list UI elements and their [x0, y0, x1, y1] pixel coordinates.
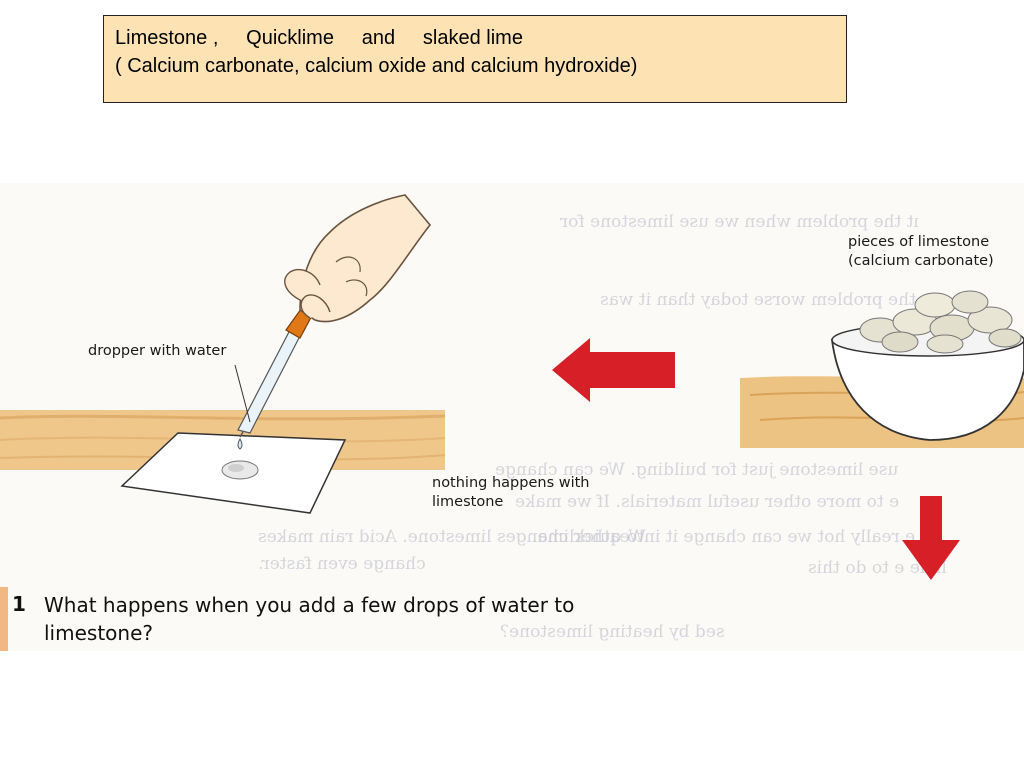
slide-title-box: Limestone , Quicklime and slaked lime ( …	[103, 15, 847, 103]
tile-icon	[120, 432, 347, 514]
question-line-1: What happens when you add a few drops of…	[44, 593, 575, 617]
question-bar	[0, 587, 8, 651]
nothing-happens-label: nothing happens with limestone	[432, 474, 590, 512]
hand-with-dropper-icon	[237, 194, 432, 438]
question-block: 1 What happens when you add a few drops …	[0, 587, 640, 651]
question-number: 1	[12, 592, 26, 616]
dropper-label: dropper with water	[88, 343, 227, 359]
pieces-label: pieces of limestone (calcium carbonate)	[848, 233, 994, 271]
arrow-down-icon	[902, 496, 960, 580]
title-line-2: ( Calcium carbonate, calcium oxide and c…	[115, 55, 638, 77]
question-line-2: limestone?	[44, 621, 153, 645]
water-drop-icon	[237, 437, 243, 450]
dropper-leader-line	[234, 364, 251, 423]
nothing-happens-line-2: limestone	[432, 494, 504, 510]
nothing-happens-line-1: nothing happens with	[432, 475, 590, 491]
title-line-1: Limestone , Quicklime and slaked lime	[115, 27, 523, 49]
arrow-left-icon	[552, 338, 675, 402]
pieces-line-1: pieces of limestone	[848, 234, 990, 250]
pieces-line-2: (calcium carbonate)	[848, 253, 994, 269]
limestone-bowl-icon	[830, 290, 1024, 441]
question-text: What happens when you add a few drops of…	[44, 591, 574, 647]
